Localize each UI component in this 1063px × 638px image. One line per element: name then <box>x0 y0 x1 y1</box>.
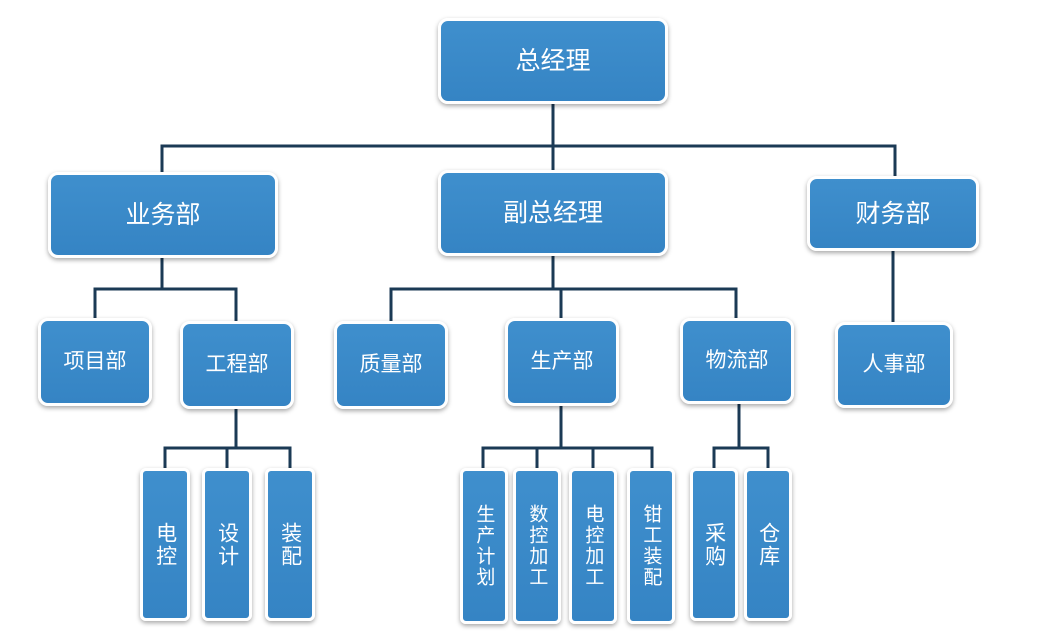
node-fitter-assembly[interactable]: 钳工装配 <box>627 468 675 624</box>
node-design[interactable]: 设计 <box>202 468 252 621</box>
node-logistics-dept[interactable]: 物流部 <box>680 318 794 404</box>
node-finance-dept[interactable]: 财务部 <box>807 176 979 251</box>
node-electric-control-machining[interactable]: 电控加工 <box>569 468 617 624</box>
node-electric-control[interactable]: 电控 <box>140 468 190 621</box>
node-assembly[interactable]: 装配 <box>265 468 315 621</box>
node-quality-dept[interactable]: 质量部 <box>334 321 448 409</box>
node-business-dept[interactable]: 业务部 <box>48 172 278 258</box>
node-purchasing[interactable]: 采购 <box>690 468 738 621</box>
node-deputy-general-manager[interactable]: 副总经理 <box>438 170 668 256</box>
node-production-dept[interactable]: 生产部 <box>505 318 619 406</box>
node-production-planning[interactable]: 生产计划 <box>460 468 508 624</box>
node-general-manager[interactable]: 总经理 <box>438 18 668 104</box>
node-warehouse[interactable]: 仓库 <box>744 468 792 621</box>
node-cnc-machining[interactable]: 数控加工 <box>513 468 561 624</box>
node-project-dept[interactable]: 项目部 <box>38 318 152 406</box>
node-engineering-dept[interactable]: 工程部 <box>180 321 294 409</box>
node-hr-dept[interactable]: 人事部 <box>835 322 953 408</box>
